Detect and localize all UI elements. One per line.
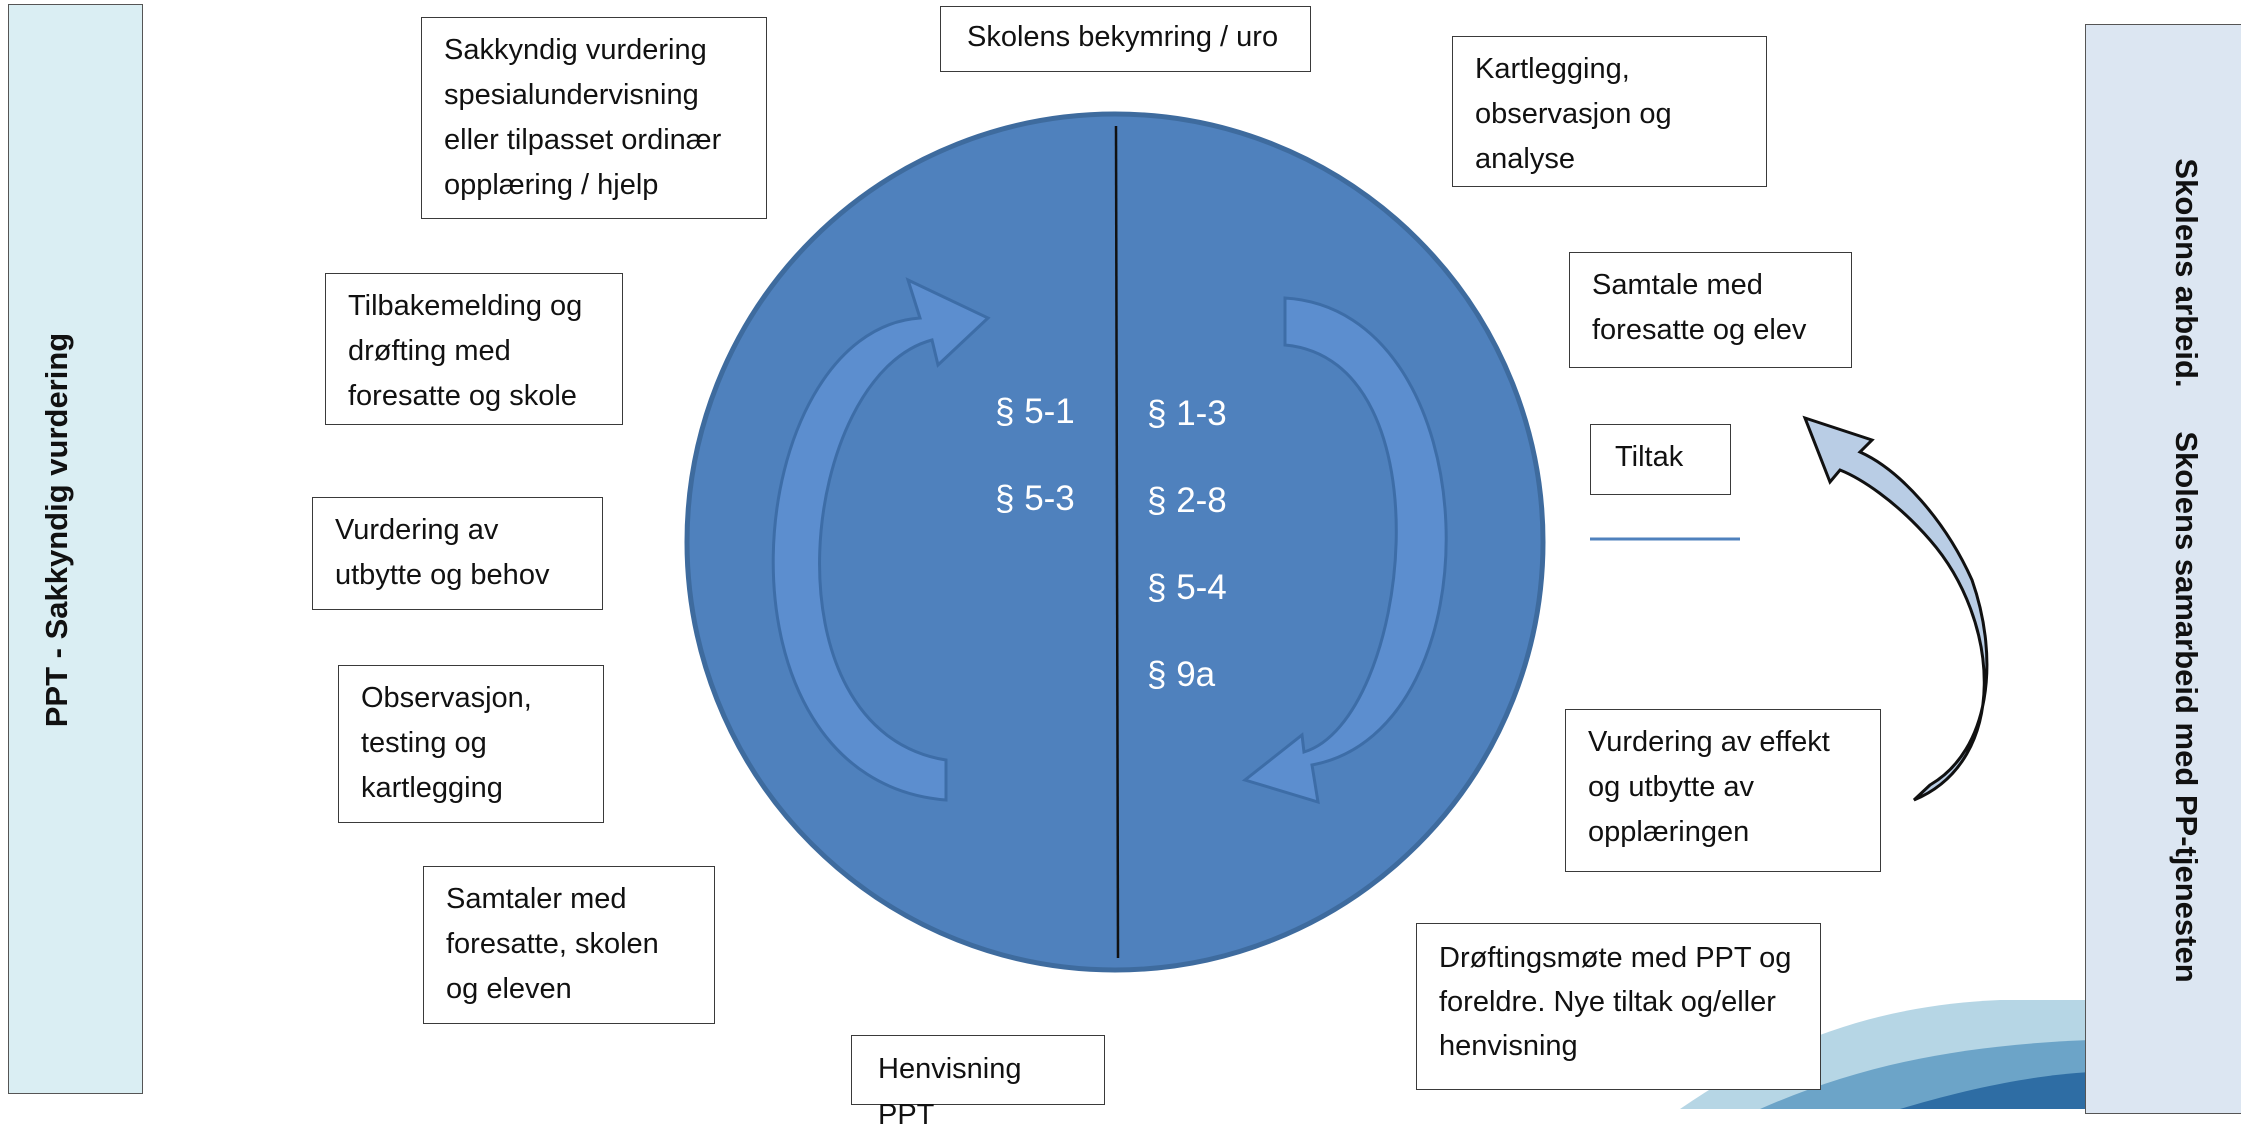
left-panel xyxy=(8,4,143,1094)
paragraph-2-8: § 2-8 xyxy=(1147,481,1227,520)
paragraph-5-1: § 5-1 xyxy=(995,392,1075,431)
right-box-conversation: Samtale med foresatte og elev xyxy=(1569,252,1852,368)
left-box-feedback: Tilbakemelding og drøfting med foresatte… xyxy=(325,273,623,425)
paragraph-5-3: § 5-3 xyxy=(995,479,1075,518)
right-panel-label-1: Skolens arbeid. xyxy=(2169,158,2204,388)
right-panel xyxy=(2085,24,2241,1114)
feedback-loop-arrow xyxy=(1802,415,1989,802)
right-box-mapping: Kartlegging, observasjon og analyse xyxy=(1452,36,1767,187)
right-box-effect-evaluation: Vurdering av effekt og utbytte av opplær… xyxy=(1565,709,1881,872)
top-box-concern: Skolens bekymring / uro xyxy=(940,6,1311,72)
left-box-assessment-needs: Vurdering av utbytte og behov xyxy=(312,497,603,610)
paragraph-5-4: § 5-4 xyxy=(1147,568,1227,607)
circle-divider-line xyxy=(1114,125,1120,959)
left-box-conversations: Samtaler med foresatte, skolen og eleven xyxy=(423,866,715,1024)
right-panel-label-2: Skolens samarbeid med PP-tjenesten xyxy=(2169,431,2204,983)
diagram-graphics xyxy=(684,111,2241,1109)
paragraph-9a: § 9a xyxy=(1147,655,1216,694)
right-box-measures: Tiltak xyxy=(1590,424,1731,495)
right-box-discussion-meeting: Drøftingsmøte med PPT og foreldre. Nye t… xyxy=(1416,923,1821,1090)
paragraph-1-3: § 1-3 xyxy=(1147,394,1227,433)
left-box-observation-testing: Observasjon, testing og kartlegging xyxy=(338,665,604,823)
left-box-expert-assessment: Sakkyndig vurdering spesialundervisning … xyxy=(421,17,767,219)
left-panel-label: PPT - Sakkyndig vurdering xyxy=(39,332,74,728)
right-cycle-arrow xyxy=(1241,296,1448,805)
left-cycle-arrow xyxy=(771,277,991,802)
bottom-box-referral: Henvisning PPT xyxy=(851,1035,1105,1131)
